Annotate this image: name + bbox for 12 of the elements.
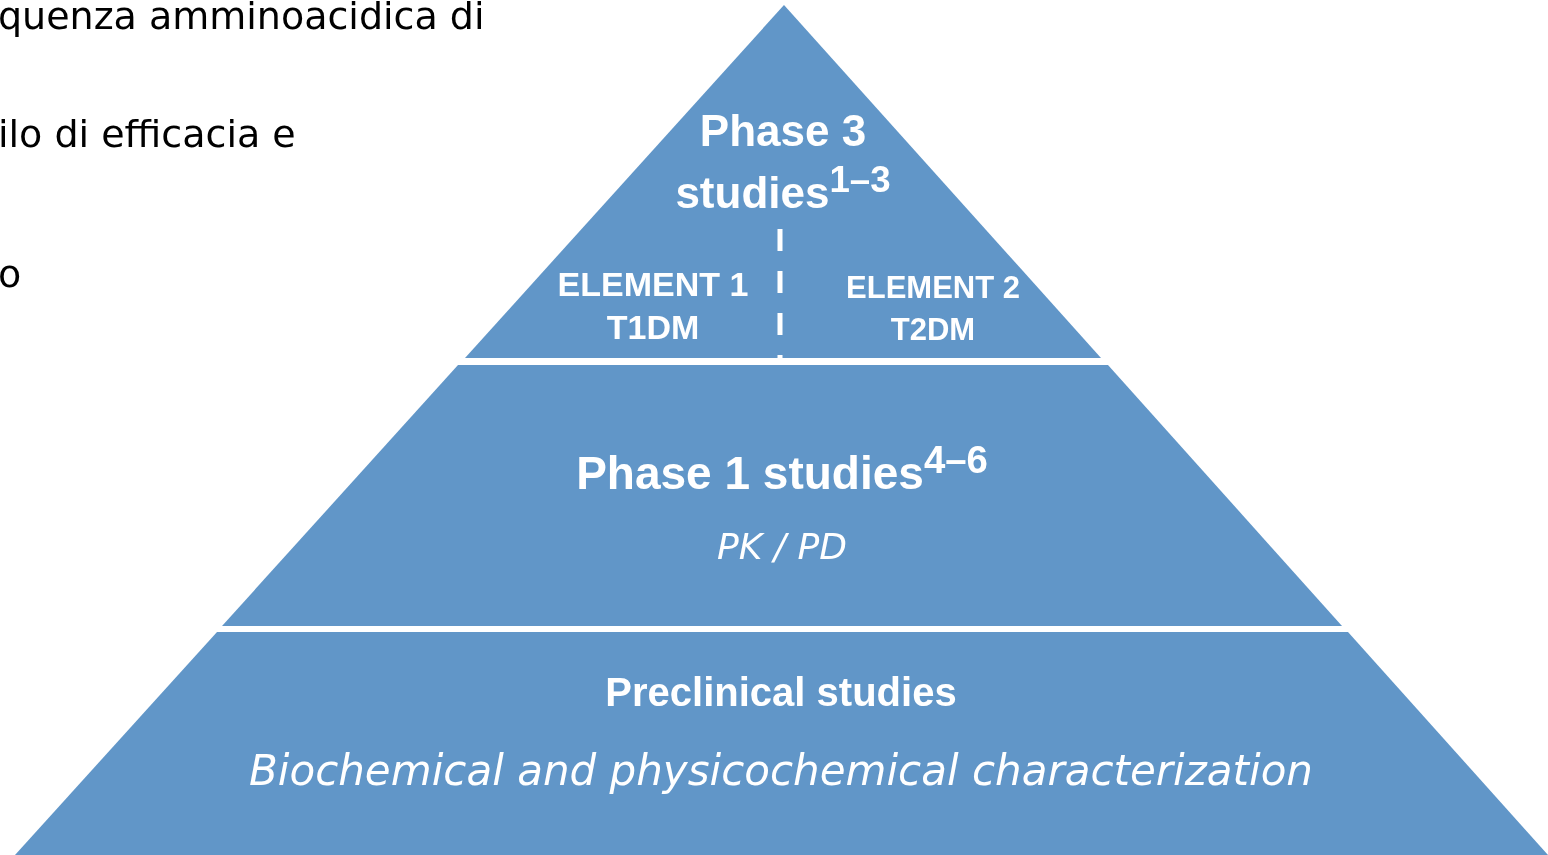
element-text: ELEMENT 1 T1DM [556, 264, 750, 348]
tier-heading: Preclinical studies [604, 669, 958, 716]
body-text: quenza amminoacidica di [0, 0, 485, 38]
body-text: o [0, 252, 22, 296]
tier-description: PK / PD [716, 525, 848, 569]
element-text: ELEMENT 2 T2DM [845, 269, 1021, 349]
body-text: ilo di efficacia e [0, 112, 296, 156]
tier-heading: Phase 3 studies$^{1–3}$ [674, 105, 892, 219]
pyramid-tier [15, 632, 1548, 855]
tier-description: Biochemical and physicochemical characterization [248, 746, 1314, 797]
tier-heading: Phase 1 studies$^{4–6}$ [575, 437, 989, 502]
pyramid-tier [222, 365, 1342, 626]
